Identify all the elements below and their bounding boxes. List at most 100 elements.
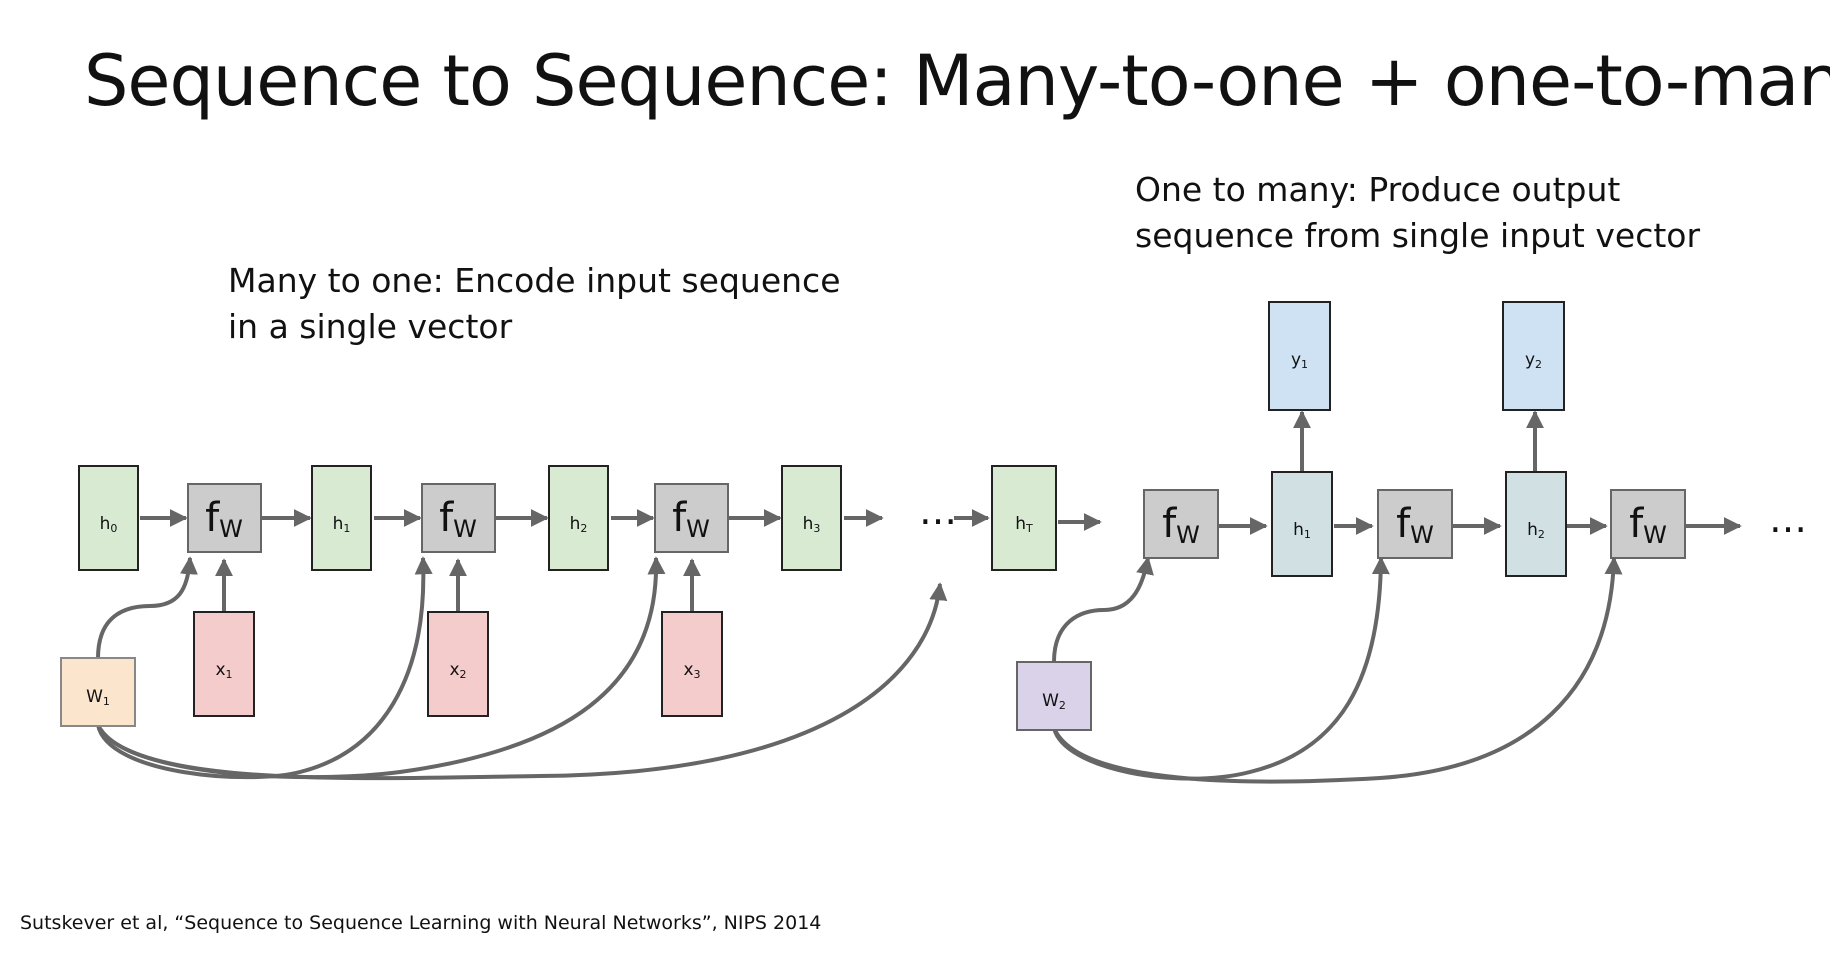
svg-text:y2: y2 bbox=[1525, 350, 1542, 371]
svg-text:fW: fW bbox=[205, 495, 243, 543]
hidden-label: h bbox=[570, 514, 581, 534]
weight-subscript: 2 bbox=[1059, 699, 1066, 712]
hidden-label: h bbox=[333, 514, 344, 534]
svg-text:fW: fW bbox=[672, 495, 710, 543]
decoder-hidden-states: h1 h2 bbox=[1271, 471, 1567, 577]
input-subscript: 3 bbox=[694, 668, 701, 681]
hidden-subscript: 3 bbox=[813, 522, 820, 535]
hidden-label: h bbox=[1015, 514, 1026, 534]
caption-many-to-one: Many to one: Encode input sequence in a … bbox=[228, 258, 841, 350]
function-label: f bbox=[439, 495, 454, 541]
hidden-label: h bbox=[100, 514, 111, 534]
hidden-label: h bbox=[1293, 520, 1304, 540]
function-node: fW bbox=[187, 483, 262, 553]
hidden-subscript: 0 bbox=[110, 522, 117, 535]
svg-text:h3: h3 bbox=[803, 514, 821, 535]
w2-curve bbox=[1052, 556, 1623, 784]
hidden-subscript: 2 bbox=[1538, 528, 1545, 541]
svg-text:h2: h2 bbox=[570, 514, 588, 535]
decoder: fW fW fW h1 h2 bbox=[1016, 301, 1807, 784]
weight-subscript: 1 bbox=[103, 695, 110, 708]
hidden-state: h2 bbox=[1505, 471, 1567, 577]
w1-curve bbox=[96, 582, 948, 781]
caption-one-to-many: One to many: Produce output sequence fro… bbox=[1135, 167, 1700, 259]
hidden-label: h bbox=[803, 514, 814, 534]
output-label: y bbox=[1525, 350, 1535, 370]
svg-text:fW: fW bbox=[1629, 501, 1667, 549]
output-node: y1 bbox=[1268, 301, 1331, 411]
function-subscript: W bbox=[1410, 521, 1434, 549]
input-subscript: 1 bbox=[226, 668, 233, 681]
function-label: f bbox=[205, 495, 220, 541]
w2-curve bbox=[1052, 556, 1154, 663]
function-subscript: W bbox=[219, 515, 243, 543]
input-node: x3 bbox=[661, 611, 723, 717]
svg-text:h2: h2 bbox=[1527, 520, 1545, 541]
hidden-state: h2 bbox=[548, 465, 609, 571]
function-label: f bbox=[672, 495, 687, 541]
decoder-ellipsis: … bbox=[1769, 497, 1807, 541]
weight-label: W bbox=[1042, 691, 1059, 711]
hidden-subscript: 1 bbox=[343, 522, 350, 535]
function-node: fW bbox=[421, 483, 496, 553]
function-subscript: W bbox=[1643, 521, 1667, 549]
function-node: fW bbox=[1377, 489, 1453, 559]
weight-label: W bbox=[86, 687, 103, 707]
svg-text:y1: y1 bbox=[1291, 350, 1308, 371]
caption-line: Many to one: Encode input sequence bbox=[228, 261, 841, 300]
input-node: x2 bbox=[427, 611, 489, 717]
function-label: f bbox=[1629, 501, 1644, 547]
input-label: x bbox=[683, 660, 693, 680]
hidden-state: h1 bbox=[1271, 471, 1333, 577]
svg-text:hT: hT bbox=[1015, 514, 1033, 535]
output-label: y bbox=[1291, 350, 1301, 370]
caption-line: sequence from single input vector bbox=[1135, 216, 1701, 255]
weight-node-w2: W2 bbox=[1016, 661, 1092, 731]
encoder-function-nodes: fW fW fW bbox=[187, 483, 729, 553]
hidden-label: h bbox=[1527, 520, 1538, 540]
encoder-ellipsis: … bbox=[919, 489, 957, 533]
svg-text:h1: h1 bbox=[333, 514, 351, 535]
output-node: y2 bbox=[1502, 301, 1565, 411]
decoder-output-arrows bbox=[1293, 410, 1544, 472]
caption-line: One to many: Produce output bbox=[1135, 170, 1621, 209]
svg-text:x1: x1 bbox=[215, 660, 232, 681]
input-node: x1 bbox=[193, 611, 255, 717]
svg-text:fW: fW bbox=[1396, 501, 1434, 549]
hidden-state-final: hT bbox=[991, 465, 1057, 571]
input-label: x bbox=[215, 660, 225, 680]
hidden-state: h1 bbox=[311, 465, 372, 571]
output-subscript: 2 bbox=[1535, 358, 1542, 371]
function-label: f bbox=[1396, 501, 1411, 547]
encoder: h0 h1 h2 h3 hT bbox=[60, 465, 1102, 781]
function-subscript: W bbox=[686, 515, 710, 543]
input-subscript: 2 bbox=[460, 668, 467, 681]
function-subscript: W bbox=[453, 515, 477, 543]
hidden-state: h3 bbox=[781, 465, 842, 571]
hidden-subscript: T bbox=[1025, 522, 1033, 535]
caption-line: in a single vector bbox=[228, 307, 513, 346]
svg-text:h1: h1 bbox=[1293, 520, 1311, 541]
function-subscript: W bbox=[1176, 521, 1200, 549]
hidden-subscript: 2 bbox=[580, 522, 587, 535]
function-node: fW bbox=[1610, 489, 1686, 559]
svg-text:fW: fW bbox=[1162, 501, 1200, 549]
svg-text:x3: x3 bbox=[683, 660, 700, 681]
w1-curve bbox=[96, 556, 198, 659]
svg-text:h0: h0 bbox=[100, 514, 118, 535]
w2-curve bbox=[1052, 556, 1390, 781]
w2-connection-curves bbox=[1052, 556, 1623, 784]
svg-text:x2: x2 bbox=[449, 660, 466, 681]
encoder-hidden-states: h0 h1 h2 h3 hT bbox=[78, 465, 1057, 571]
hidden-subscript: 1 bbox=[1304, 528, 1311, 541]
svg-text:W2: W2 bbox=[1042, 691, 1066, 712]
function-node: fW bbox=[654, 483, 729, 553]
w1-curve bbox=[96, 556, 433, 780]
slide-title: Sequence to Sequence: Many-to-one + one-… bbox=[84, 40, 1830, 122]
encoder-inputs: x1 x2 x3 bbox=[193, 611, 723, 717]
hidden-state: h0 bbox=[78, 465, 139, 571]
citation: Sutskever et al, “Sequence to Sequence L… bbox=[20, 912, 822, 934]
decoder-outputs: y1 y2 bbox=[1268, 301, 1565, 411]
